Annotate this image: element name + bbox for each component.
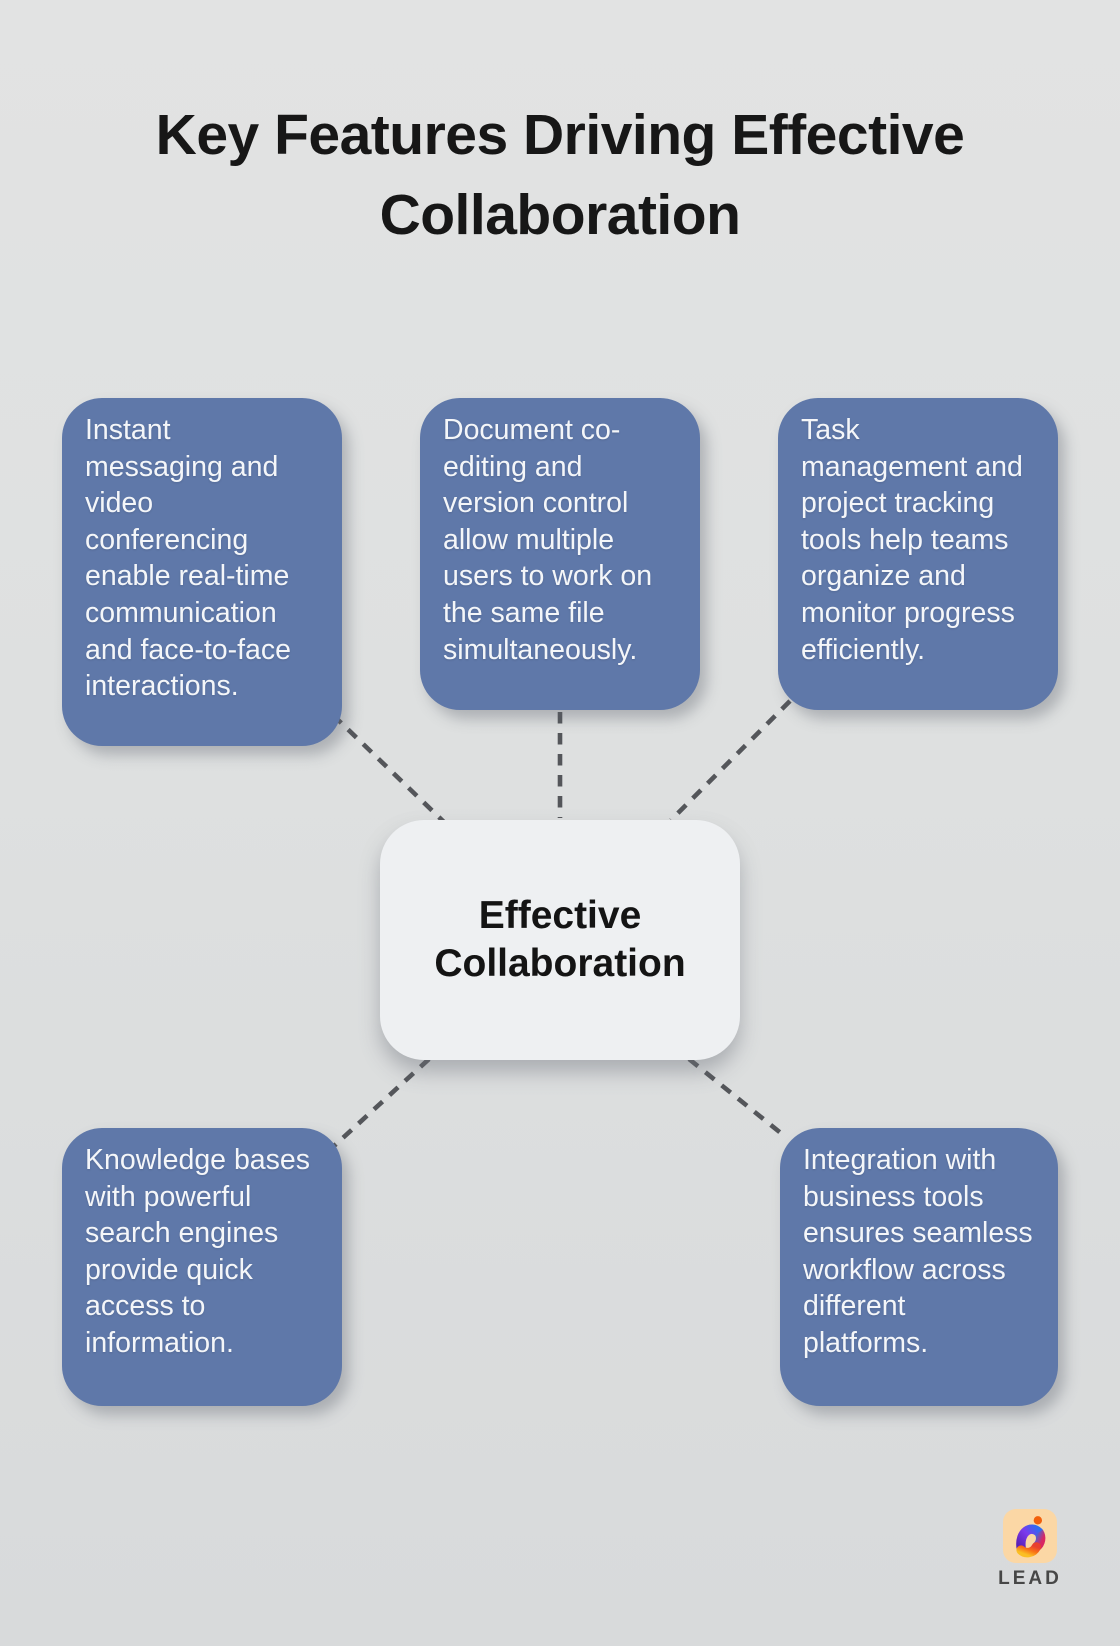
feature-node-knowledge-bases: Knowledge bases with powerful search eng…	[62, 1128, 342, 1406]
feature-node-task-management: Task management and project tracking too…	[778, 398, 1058, 710]
feature-text: Knowledge bases with powerful search eng…	[85, 1144, 310, 1359]
lead-logo-icon	[1003, 1509, 1057, 1563]
page-title: Key Features Driving Effective Collabora…	[155, 103, 965, 247]
feature-text: Task management and project tracking too…	[801, 414, 1023, 666]
center-node-label: Effective Collaboration	[434, 894, 686, 985]
feature-node-document-coediting: Document co- editing and version control…	[420, 398, 700, 710]
brand-logo-block: LEAD	[975, 1509, 1085, 1590]
feature-text: Document co- editing and version control…	[443, 414, 653, 666]
center-node-effective-collaboration: Effective Collaboration	[380, 820, 740, 1060]
brand-name: LEAD	[998, 1568, 1062, 1589]
connector-knowledge	[332, 1057, 431, 1148]
feature-text: Instant messaging and video conferencing…	[85, 414, 291, 703]
connector-integration	[687, 1057, 784, 1136]
feature-text: Integration with business tools ensures …	[803, 1144, 1033, 1359]
feature-node-integration: Integration with business tools ensures …	[780, 1128, 1058, 1406]
feature-node-instant-messaging: Instant messaging and video conferencing…	[62, 398, 342, 746]
connector-tasks	[669, 699, 792, 822]
connector-messaging	[331, 713, 447, 825]
logo-dot	[1033, 1516, 1043, 1525]
